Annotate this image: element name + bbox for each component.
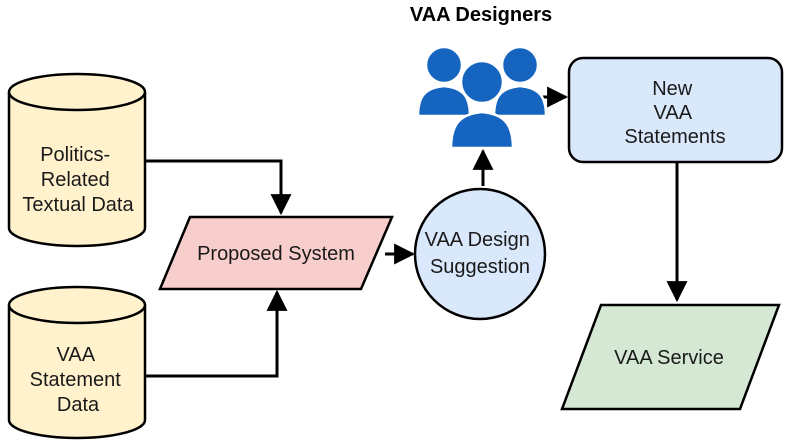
vaa-service-shape	[560, 303, 781, 411]
database-cylinder-top	[7, 72, 147, 112]
design-suggestion-shape	[413, 187, 547, 321]
database-statement-data: VAA Statement Data	[7, 285, 147, 440]
new-statements-label: New VAA Statements	[624, 78, 725, 148]
arrow-statement-to-proposed	[145, 289, 288, 378]
users-icon	[416, 45, 548, 150]
new-statements-node: New VAA Statements	[567, 56, 784, 164]
designers-title: VAA Designers	[410, 4, 552, 26]
database-cylinder-top	[7, 285, 147, 325]
design-suggestion-node: VAA Design Suggestion	[413, 187, 547, 321]
arrow-politics-to-proposed	[145, 159, 292, 216]
vaa-service-node: VAA Service	[560, 303, 781, 411]
politics-data-label: Politics- Related Textual Data	[22, 144, 134, 216]
database-cylinder-body	[7, 92, 147, 248]
statement-data-label: VAA Statement Data	[30, 344, 127, 416]
database-cylinder-body	[7, 305, 147, 440]
proposed-system-label: Proposed System	[197, 243, 355, 265]
vaa-service-label: VAA Service	[614, 347, 724, 369]
design-suggestion-label: VAA Design Suggestion	[425, 229, 536, 278]
proposed-system-shape	[158, 215, 394, 291]
database-politics-data: Politics- Related Textual Data	[7, 72, 147, 248]
new-statements-shape	[567, 56, 784, 164]
proposed-system-node: Proposed System	[158, 215, 394, 291]
connectors	[145, 86, 688, 378]
